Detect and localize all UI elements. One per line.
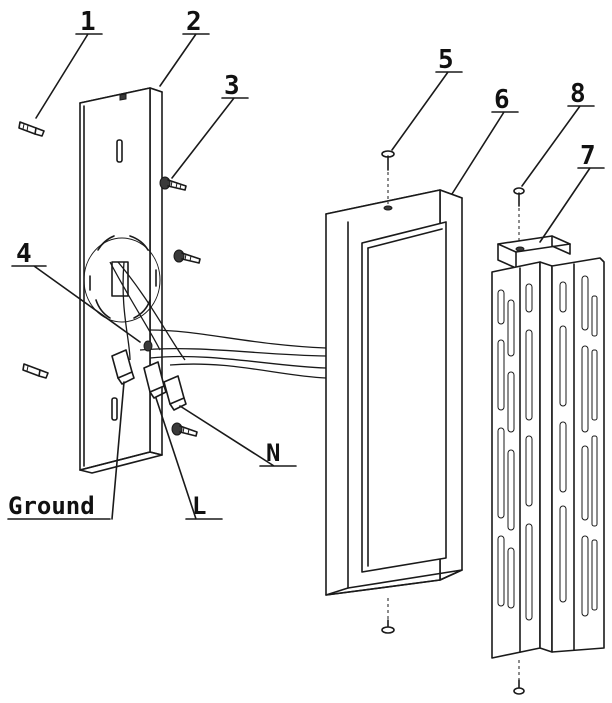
callout-1: 1 — [80, 7, 96, 37]
callout-8: 8 — [570, 79, 586, 109]
wall-anchor-upper — [18, 121, 45, 137]
bracket-screw-bottom — [513, 660, 525, 695]
connector-ground — [111, 349, 135, 385]
screw-upper — [159, 176, 187, 191]
screw-middle — [173, 249, 201, 264]
callout-4: 4 — [16, 239, 32, 269]
bracket-screw-top — [513, 187, 525, 244]
perforated-bracket — [491, 235, 605, 659]
callout-2: 2 — [186, 7, 202, 37]
wall-anchor-lower — [22, 363, 49, 379]
wiring-harness — [109, 261, 327, 379]
label-ground: Ground — [8, 492, 95, 520]
ground-screw — [143, 340, 153, 352]
callout-leaders — [7, 33, 605, 520]
label-live: L — [192, 492, 206, 520]
callout-6: 6 — [494, 85, 510, 115]
panel-screw-top — [381, 150, 395, 204]
connector-neutral — [163, 375, 187, 411]
label-neutral: N — [266, 439, 280, 467]
screw-lower — [171, 422, 198, 437]
connector-live — [143, 361, 167, 399]
light-panel-frame — [325, 189, 463, 596]
panel-screw-bottom — [381, 598, 395, 634]
callout-5: 5 — [438, 45, 454, 75]
callout-3: 3 — [224, 71, 240, 101]
callout-7: 7 — [580, 141, 596, 171]
